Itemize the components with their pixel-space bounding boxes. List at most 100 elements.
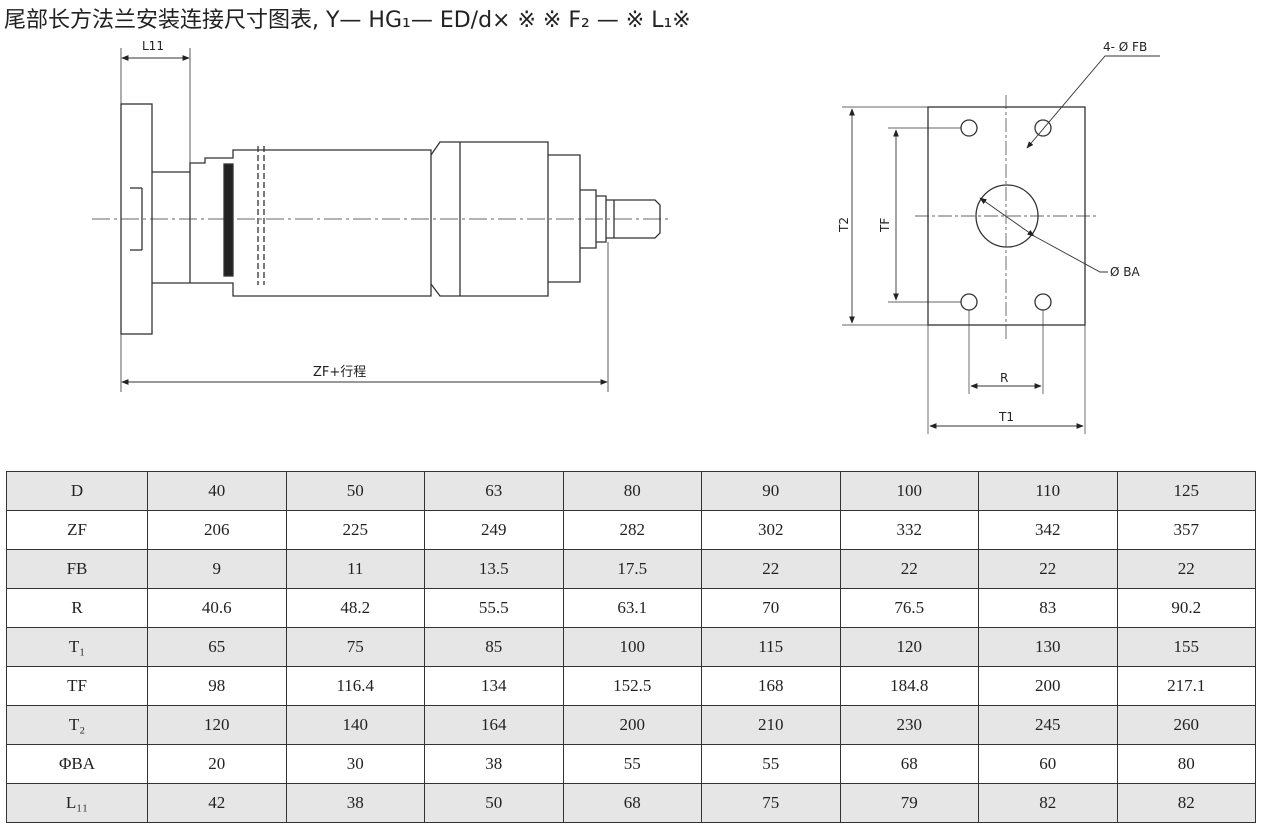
table-cell: 30 [285,744,425,784]
table-cell: 249 [424,510,564,550]
row-header: T₁ [6,627,148,667]
l11-label: L11 [142,39,164,53]
table-cell: 55 [701,744,841,784]
table-cell: 116.4 [285,666,425,706]
table-cell: 75 [701,783,841,823]
table-cell: 22 [839,549,979,589]
table-cell: 17.5 [562,549,702,589]
table-cell: 206 [147,510,287,550]
table-cell: 82 [1116,783,1256,823]
table-cell: 63.1 [562,588,702,628]
page-title: 尾部长方法兰安装连接尺寸图表, Y— HG₁— ED/d× ※ ※ F₂ — ※… [4,8,691,33]
cylinder-side-view [92,48,668,392]
t1-label: T1 [998,410,1014,424]
table-cell: 155 [1116,627,1256,667]
table-cell: 38 [285,783,425,823]
row-header: L₁₁ [6,783,148,823]
table-cell: 9 [147,549,287,589]
table-cell: 83 [978,588,1118,628]
table-cell: 75 [285,627,425,667]
table-cell: 302 [701,510,841,550]
row-header: R [6,588,148,628]
table-cell: 225 [285,510,425,550]
rear-flange [120,103,153,335]
table-cell: 76.5 [839,588,979,628]
table-cell: 100 [839,471,979,511]
table-cell: 22 [701,549,841,589]
table-cell: 100 [562,627,702,667]
flange-end-view [842,55,1160,434]
table-cell: 70 [701,588,841,628]
table-cell: 38 [424,744,564,784]
bolt-hole [1034,293,1052,311]
seal-band [223,163,234,277]
gland [548,154,581,283]
row-header: ZF [6,510,148,550]
table-cell: 210 [701,705,841,745]
table-cell: 110 [978,471,1118,511]
table-cell: 90.2 [1116,588,1256,628]
table-cell: 168 [701,666,841,706]
table-cell: 134 [424,666,564,706]
table-cell: 68 [839,744,979,784]
bolt-hole [960,293,978,311]
row-header: ΦBA [6,744,148,784]
table-cell: 90 [701,471,841,511]
technical-drawing: L11 ZF+行程 4- Ø FB Ø BA [92,39,1160,434]
table-cell: 40 [147,471,287,511]
bolt-hole [1034,119,1052,137]
ba-label: Ø BA [1110,265,1140,279]
table-cell: 80 [562,471,702,511]
table-cell: 65 [147,627,287,667]
table-cell: 260 [1116,705,1256,745]
row-header: FB [6,549,148,589]
table-cell: 120 [839,627,979,667]
table-cell: 152.5 [562,666,702,706]
table-cell: 115 [701,627,841,667]
table-cell: 60 [978,744,1118,784]
table-cell: 13.5 [424,549,564,589]
table-cell: 184.8 [839,666,979,706]
table-cell: 200 [978,666,1118,706]
table-cell: 82 [978,783,1118,823]
table-cell: 282 [562,510,702,550]
t2-label: T2 [837,217,851,233]
row-header: T₂ [6,705,148,745]
piston-rod [606,199,661,239]
front-head [430,141,549,297]
table-cell: 332 [839,510,979,550]
bore-circle [975,184,1039,248]
table-cell: 55 [562,744,702,784]
table-cell: 98 [147,666,287,706]
r-label: R [1000,371,1008,385]
table-cell: 80 [1116,744,1256,784]
table-cell: 140 [285,705,425,745]
table-cell: 79 [839,783,979,823]
tf-label: TF [878,218,892,233]
table-cell: 50 [285,471,425,511]
table-cell: 42 [147,783,287,823]
table-cell: 85 [424,627,564,667]
table-cell: 120 [147,705,287,745]
table-cell: 63 [424,471,564,511]
table-cell: 164 [424,705,564,745]
table-cell: 342 [978,510,1118,550]
table-cell: 40.6 [147,588,287,628]
table-cell: 230 [839,705,979,745]
table-cell: 20 [147,744,287,784]
bolt-hole [960,119,978,137]
table-cell: 125 [1116,471,1256,511]
table-cell: 130 [978,627,1118,667]
table-cell: 55.5 [424,588,564,628]
table-cell: 357 [1116,510,1256,550]
table-cell: 48.2 [285,588,425,628]
table-cell: 245 [978,705,1118,745]
